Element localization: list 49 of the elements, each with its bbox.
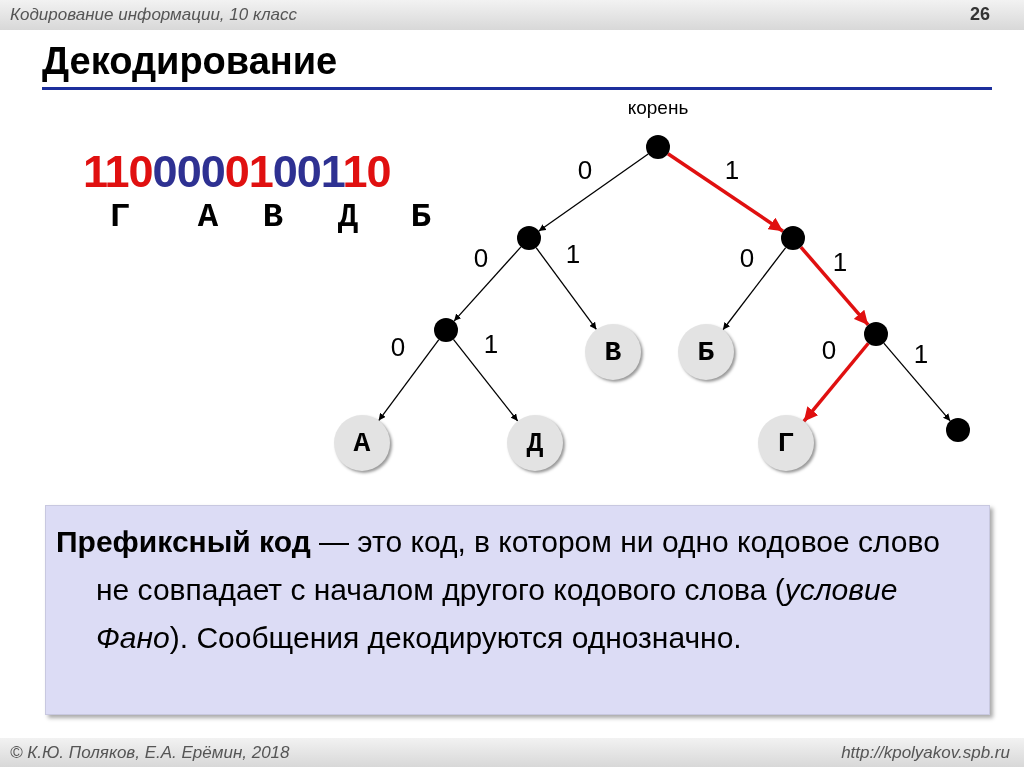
edge-label: 1: [832, 246, 848, 278]
edge-label: 1: [724, 154, 740, 186]
decoded-letter: В: [262, 198, 284, 236]
slide-title: Декодирование: [42, 40, 338, 83]
tree-node-dot: [434, 318, 458, 342]
footer-link: http://kpolyakov.spb.ru: [841, 743, 1010, 763]
decoded-letter: Г: [109, 198, 131, 236]
edge-label: 1: [565, 238, 581, 270]
decoded-letter: Б: [410, 198, 432, 236]
arrow: [883, 342, 951, 422]
arrow: [666, 152, 785, 233]
edge-label: 1: [913, 338, 929, 370]
page-number: 26: [969, 4, 990, 25]
bit-code: 10: [342, 146, 391, 197]
leaf-node: А: [334, 415, 390, 471]
tree-node-dot: [517, 226, 541, 250]
leaf-node: В: [585, 324, 641, 380]
edge-label: 0: [577, 154, 593, 186]
arrow: [538, 153, 649, 232]
arrow: [452, 338, 519, 422]
bit-code: 000: [152, 146, 225, 197]
leaf-node: Б: [678, 324, 734, 380]
tree-node-dot: [646, 135, 670, 159]
decoded-letter: Д: [337, 198, 359, 236]
header-text: Кодирование информации, 10 класс: [10, 5, 297, 25]
leaf-node: Г: [758, 415, 814, 471]
edge-label: 0: [390, 331, 406, 363]
bit-code: 01: [224, 146, 273, 197]
arrow: [453, 246, 522, 322]
edge-label: 0: [473, 242, 489, 274]
footer-text: © К.Ю. Поляков, Е.А. Ерёмин, 2018: [10, 743, 290, 763]
arrow: [799, 245, 870, 327]
arrow: [535, 247, 598, 331]
arrow: [378, 339, 440, 422]
bit-code: 110: [83, 146, 153, 197]
leaf-node: Д: [507, 415, 563, 471]
definition-text: Префиксный код — это код, в котором ни одно кодовое слово не совпадает с началом другого кодового слова (условие Фано). Сообщения декодируются однозначно.: [56, 524, 941, 656]
tree-node-dot: [781, 226, 805, 250]
bit-code: 001: [272, 146, 343, 197]
definition-panel: [45, 505, 990, 715]
decoded-letter: А: [197, 198, 219, 236]
tree-node-dot: [946, 418, 970, 442]
arrow: [802, 342, 870, 423]
tree-node-dot: [864, 322, 888, 346]
edge-label: 0: [821, 334, 837, 366]
edge-label: 1: [483, 328, 499, 360]
node-caption: корень: [627, 97, 689, 119]
arrow: [722, 246, 787, 331]
edge-label: 0: [739, 242, 755, 274]
